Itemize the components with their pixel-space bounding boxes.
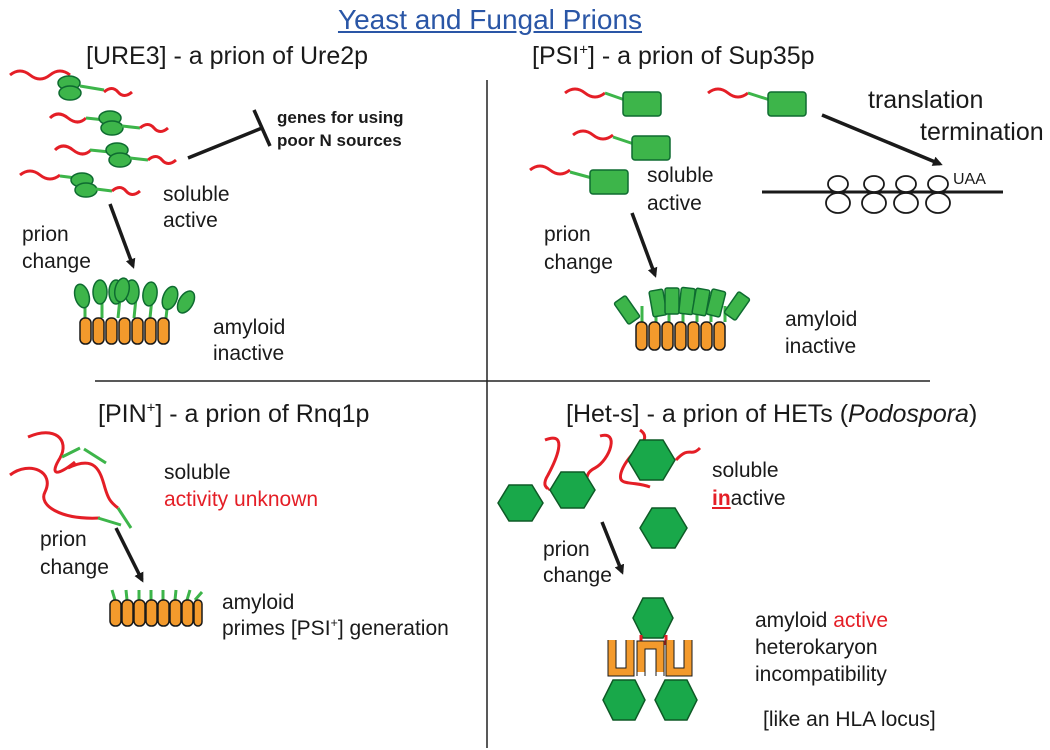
psi-change-label: change (544, 251, 613, 274)
pin-amyloid (109, 589, 204, 627)
ure3-soluble-label: soluble (163, 183, 230, 206)
pin-prion-change-arrow (114, 527, 144, 583)
heterokaryon-label: heterokaryon (755, 636, 878, 659)
pin-prion-label: prion (40, 528, 87, 551)
psi-active-label: active (647, 192, 702, 215)
hets-monomers (497, 428, 702, 549)
ure3-amyloid-label: amyloid (213, 316, 286, 339)
incompatibility-label: incompatibility (755, 663, 887, 686)
pin-heading: [PIN+] - a prion of Rnq1p (98, 399, 370, 428)
hets-prion-change-arrow (600, 521, 625, 575)
page-title: Yeast and Fungal Prions (337, 4, 643, 35)
pin-soluble-label: soluble (164, 461, 231, 484)
genes-label-line2: poor N sources (277, 131, 402, 150)
rnq1p-monomers (9, 431, 133, 529)
hets-prion-label: prion (543, 538, 590, 561)
sup35p-monomers (529, 87, 807, 195)
psi-prion-label: prion (544, 223, 591, 246)
ure3-heading: [URE3] - a prion of Ure2p (86, 42, 369, 70)
ure3-prion-change-arrow (108, 203, 136, 269)
ure2p-monomers (9, 69, 177, 198)
hets-amyloid-label: amyloid active (755, 609, 889, 632)
hets-inactive-label: inactive (712, 487, 786, 510)
hets-heading: [Het-s] - a prion of HETs (Podospora) (566, 400, 978, 428)
genes-label-line1: genes for using (277, 108, 404, 127)
psi-amyloid (613, 286, 751, 351)
psi-soluble-label: soluble (647, 164, 714, 187)
ure3-amyloid (73, 277, 196, 345)
hla-locus-label: [like an HLA locus] (763, 708, 936, 731)
psi-prion-change-arrow (630, 212, 658, 278)
termination-label: termination (920, 118, 1044, 146)
uaa-codon-label: UAA (953, 171, 986, 188)
psi-heading: [PSI+] - a prion of Sup35p (532, 41, 815, 70)
ribosome-mrna (762, 175, 1003, 214)
pin-primes-label: primes [PSI+] generation (222, 616, 449, 640)
hets-soluble-label: soluble (712, 459, 779, 482)
hets-amyloid (602, 597, 698, 721)
inhibition-bar (187, 109, 272, 160)
hets-change-label: change (543, 564, 612, 587)
translation-arrow (821, 113, 943, 166)
ure3-active-label: active (163, 209, 218, 232)
ure3-change-label: change (22, 250, 91, 273)
pin-amyloid-label: amyloid (222, 591, 295, 614)
translation-label: translation (868, 86, 984, 114)
pin-change-label: change (40, 556, 109, 579)
ure3-prion-label: prion (22, 223, 69, 246)
psi-amyloid-label: amyloid (785, 308, 858, 331)
ure3-inactive-label: inactive (213, 342, 285, 365)
pin-activity-label: activity unknown (164, 488, 319, 511)
psi-inactive-label: inactive (785, 335, 857, 358)
